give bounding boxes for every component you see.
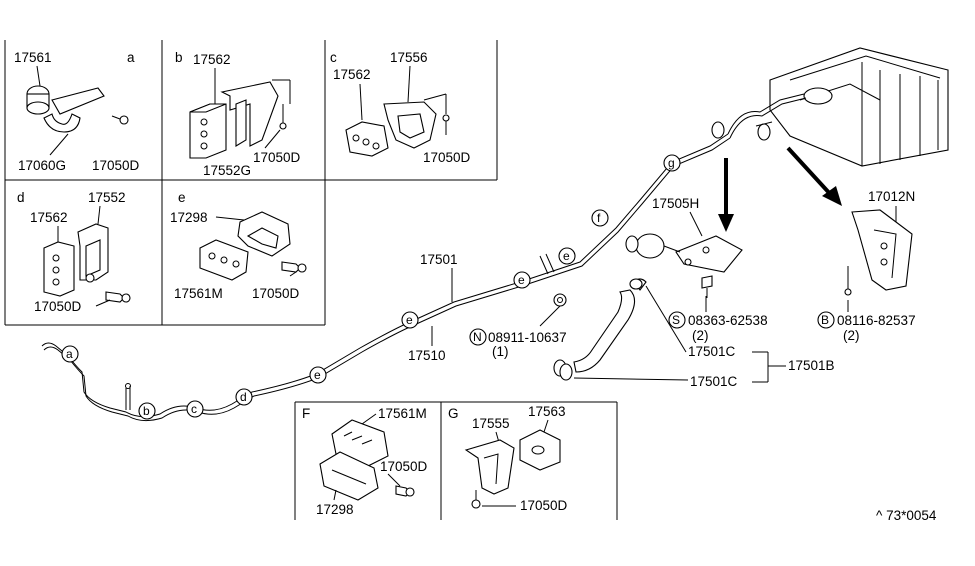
svg-text:a: a — [66, 347, 73, 361]
part-label-17561m: 17561M — [378, 406, 427, 421]
svg-text:S: S — [672, 313, 680, 327]
rubber-mount-illustration — [26, 65, 129, 156]
panel-c: c 17562 17556 17050D — [330, 50, 471, 165]
insulator-cover-illustration — [199, 211, 307, 281]
fastener-s: S 08363-62538 (2) — [668, 296, 768, 343]
clip-marker-c: c — [186, 400, 204, 418]
svg-text:e: e — [406, 313, 413, 327]
insulator-g-illustration — [464, 419, 561, 509]
part-label-17501: 17501 — [420, 252, 458, 267]
svg-text:08911-10637: 08911-10637 — [488, 330, 567, 345]
insulator-hanger-illustration — [345, 65, 450, 157]
part-label-17552g: 17552G — [203, 163, 251, 178]
svg-text:g: g — [668, 156, 675, 170]
panel-c-letter: c — [330, 50, 337, 65]
panel-g: G 17555 17563 17050D — [448, 404, 568, 513]
part-label-17050d: 17050D — [380, 459, 428, 474]
clip-markers: a b c d e e e f g e — [61, 154, 681, 420]
part-label-17298: 17298 — [170, 210, 208, 225]
panel-f: F 17561M 17050D 17298 — [302, 406, 428, 517]
svg-text:N: N — [473, 330, 482, 344]
svg-text:b: b — [143, 404, 150, 418]
svg-text:c: c — [191, 402, 197, 416]
mount-bracket-illustration — [625, 233, 743, 298]
fastener-callouts: N 08911-10637 (1) S 08363-62538 (2) B 08… — [469, 296, 916, 359]
svg-text:e: e — [314, 368, 321, 382]
part-label-17505h: 17505H — [652, 196, 699, 211]
clip-marker-d: d — [235, 388, 253, 406]
part-label-17552: 17552 — [88, 190, 126, 205]
part-label-17050d: 17050D — [253, 150, 301, 165]
part-label-17561: 17561 — [14, 50, 52, 65]
part-label-17501c: 17501C — [690, 374, 738, 389]
svg-text:08116-82537: 08116-82537 — [837, 313, 916, 328]
part-label-17060g: 17060G — [18, 158, 66, 173]
panel-borders — [4, 40, 618, 520]
clip-marker-e: e — [401, 311, 419, 329]
panel-e: e 17298 17561M 17050D — [170, 190, 307, 301]
hose-illustration — [553, 278, 643, 381]
diagram-code: ^ 73*0054 — [876, 508, 937, 523]
panel-b-letter: b — [175, 50, 183, 65]
svg-text:08363-62538: 08363-62538 — [688, 313, 768, 328]
part-label-17510: 17510 — [408, 348, 446, 363]
part-label-17555: 17555 — [472, 416, 510, 431]
clip-marker-e: e — [309, 366, 327, 384]
part-label-17050d: 17050D — [92, 158, 140, 173]
clip-marker-g: g — [663, 154, 681, 172]
part-label-17050d: 17050D — [423, 150, 471, 165]
svg-text:e: e — [563, 249, 570, 263]
part-label-17562: 17562 — [193, 52, 231, 67]
part-label-17556: 17556 — [390, 50, 428, 65]
panel-f-letter: F — [302, 406, 310, 421]
exhaust-pipe-assembly — [41, 133, 731, 422]
part-label-17501c: 17501C — [688, 344, 736, 359]
muffler-bracket-illustration — [844, 209, 913, 296]
part-label-17562: 17562 — [333, 67, 371, 82]
svg-text:(2): (2) — [843, 328, 860, 343]
insulator-bracket-illustration — [189, 68, 291, 159]
clip-marker-b: b — [138, 402, 156, 420]
clip-marker-a: a — [61, 345, 79, 363]
svg-text:(2): (2) — [692, 328, 709, 343]
part-label-17012n: 17012N — [868, 189, 915, 204]
panel-g-letter: G — [448, 406, 459, 421]
direction-arrows — [718, 146, 842, 232]
nut-illustration — [553, 293, 567, 307]
insulator-bracket-d-illustration — [43, 205, 131, 307]
svg-text:(1): (1) — [492, 344, 509, 359]
svg-text:f: f — [597, 211, 601, 225]
panel-d: d 17562 17552 17050D — [17, 190, 131, 314]
part-label-17501b: 17501B — [788, 358, 835, 373]
clip-marker-e: e — [513, 271, 531, 289]
fastener-b: B 08116-82537 (2) — [817, 300, 916, 343]
part-label-17562: 17562 — [30, 210, 68, 225]
part-label-17050d: 17050D — [520, 498, 568, 513]
clip-marker-f: f — [591, 209, 609, 227]
svg-text:B: B — [821, 313, 829, 327]
part-label-17050d: 17050D — [252, 286, 300, 301]
insulator-f-illustration — [319, 413, 415, 501]
muffler-illustration — [711, 47, 949, 167]
svg-text:d: d — [240, 390, 247, 404]
part-label-17298: 17298 — [316, 502, 354, 517]
main-part-labels: 17501 17510 17505H 17012N 17501C 17501C … — [408, 189, 915, 389]
panel-e-letter: e — [178, 190, 186, 205]
part-label-17561m: 17561M — [174, 286, 223, 301]
part-label-17563: 17563 — [528, 404, 566, 419]
panel-a: a 17561 17060G 17050D — [14, 50, 140, 173]
panel-d-letter: d — [17, 190, 25, 205]
panel-a-letter: a — [127, 50, 135, 65]
clip-marker-e: e — [558, 247, 576, 265]
part-label-17050d: 17050D — [34, 299, 82, 314]
panel-b: b 17562 17552G 17050D — [175, 50, 301, 178]
fastener-n: N 08911-10637 (1) — [469, 305, 567, 359]
svg-text:e: e — [518, 273, 525, 287]
